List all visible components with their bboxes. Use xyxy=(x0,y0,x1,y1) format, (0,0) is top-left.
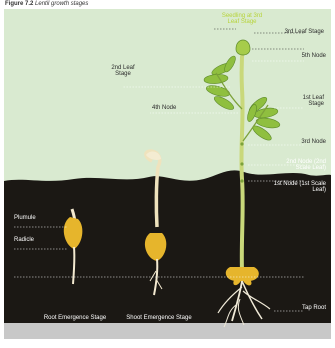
label-tap-root: Tap Root xyxy=(280,305,326,311)
label-shoot-emergence-stage: Shoot Emergence Stage xyxy=(126,315,192,321)
label-3rd-leaf-stage: 3rd Leaf Stage xyxy=(284,29,324,35)
label-3rd-node: 3rd Node xyxy=(280,139,326,145)
figure-caption: Lentil growth stages xyxy=(35,1,88,7)
label-seedling: Seedling at 3rd Leaf Stage xyxy=(216,13,268,26)
label-root-emergence-stage: Root Emergence Stage xyxy=(42,315,108,321)
soil xyxy=(4,170,331,339)
label-2nd-leaf-stage: 2nd Leaf Stage xyxy=(108,65,138,78)
label-plumule: Plumule xyxy=(14,215,36,221)
label-5th-node: 5th Node xyxy=(280,53,326,59)
diagram-panel: Seedling at 3rd Leaf Stage 3rd Leaf Stag… xyxy=(4,9,331,339)
figure-heading: Figure 7.2 Lentil growth stages xyxy=(5,1,88,7)
label-2nd-node: 2nd Node (2nd Scale Leaf) xyxy=(272,159,326,172)
label-1st-leaf-stage: 1st Leaf Stage xyxy=(286,95,324,108)
figure-number: Figure 7.2 xyxy=(5,1,33,7)
label-radicle: Radicle xyxy=(14,237,34,243)
label-4th-node: 4th Node xyxy=(152,105,176,111)
label-1st-node: 1st Node (1st Scale Leaf) xyxy=(272,181,326,194)
bottom-band xyxy=(4,323,331,339)
